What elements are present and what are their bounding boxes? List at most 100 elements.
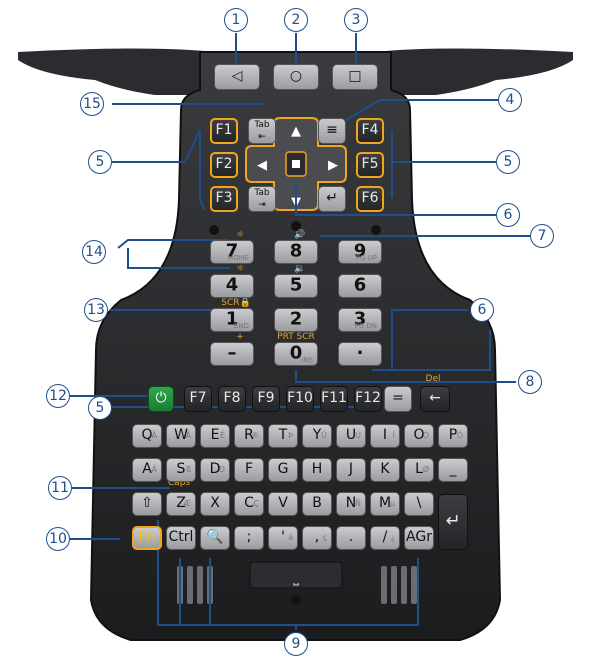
tab-back-key[interactable]: Tab⇤ — [248, 118, 276, 144]
f5-key[interactable]: F5 — [356, 152, 384, 178]
callout-6-bottom: 6 — [470, 298, 494, 322]
key-row3-0[interactable]: ⇧ — [132, 492, 162, 516]
key-row2-3[interactable]: F — [234, 458, 264, 482]
power-icon: ⏻ — [155, 390, 167, 407]
fn-key-f7[interactable]: F7 — [184, 386, 212, 412]
key-label: F12 — [355, 390, 381, 407]
key-alt-label: Ä — [151, 431, 157, 441]
enter-small-key[interactable]: ↵ — [318, 186, 346, 212]
fn-key-f8[interactable]: F8 — [218, 386, 246, 412]
fn-key-f9[interactable]: F9 — [252, 386, 280, 412]
key-row4-4[interactable]: 'á — [268, 526, 298, 550]
key-label: ' — [281, 529, 285, 546]
num-key-5[interactable]: 6 — [338, 274, 382, 298]
fn-key-f10[interactable]: F10 — [286, 386, 314, 412]
key-label: 9 — [353, 240, 367, 262]
power-key[interactable]: ⏻ — [148, 386, 174, 412]
num-key-4[interactable]: 5 — [274, 274, 318, 298]
num-key-1[interactable]: 8 — [274, 240, 318, 264]
del-label: Del — [425, 374, 441, 384]
key-alt-label: Ç — [253, 499, 259, 509]
key-row2-9[interactable]: _ — [438, 458, 468, 482]
f2-key[interactable]: F2 — [210, 152, 238, 178]
num-key-7[interactable]: 2 — [274, 308, 318, 332]
key-row3-8[interactable]: \ — [404, 492, 434, 516]
key-row2-5[interactable]: H — [302, 458, 332, 482]
key-row4-2[interactable]: 🔍 — [200, 526, 230, 550]
key-row4-1[interactable]: Ctrl — [166, 526, 196, 550]
f1-key[interactable]: F1 — [210, 118, 238, 144]
backspace-key[interactable]: ← — [420, 386, 450, 412]
key-row3-2[interactable]: X — [200, 492, 230, 516]
key-row2-7[interactable]: K — [370, 458, 400, 482]
f4-key[interactable]: F4 — [356, 118, 384, 144]
key-row4-0[interactable]: Fn — [132, 526, 162, 550]
f6-key[interactable]: F6 — [356, 186, 384, 212]
callout-6-top: 6 — [496, 203, 520, 227]
num-key-11[interactable]: · — [338, 342, 382, 366]
back-key[interactable]: ◁ — [214, 64, 260, 90]
key-label: I — [382, 427, 388, 444]
recent-apps-key[interactable]: □ — [332, 64, 378, 90]
enter-key[interactable]: ↵ — [438, 494, 468, 550]
f3-key[interactable]: F3 — [210, 186, 238, 212]
key-label: Fn — [138, 529, 156, 546]
fn-key-f11[interactable]: F11 — [320, 386, 348, 412]
home-key[interactable]: ○ — [273, 64, 319, 90]
key-row4-3[interactable]: ; — [234, 526, 264, 550]
key-row1-3[interactable]: R® — [234, 424, 264, 448]
fn-key-f12[interactable]: F12 — [354, 386, 382, 412]
num-key-9[interactable]: – — [210, 342, 254, 366]
callout-8: 8 — [518, 370, 542, 394]
callout-9: 9 — [284, 632, 308, 656]
tab-forward-key[interactable]: Tab⇥ — [248, 186, 276, 212]
key-label: F2 — [215, 156, 233, 173]
callout-2: 2 — [284, 8, 308, 32]
key-label: V — [278, 495, 288, 512]
key-label: , — [314, 529, 320, 546]
key-row4-6[interactable]: . — [336, 526, 366, 550]
key-row4-5[interactable]: ,ç — [302, 526, 332, 550]
key-alt-label: Á — [151, 465, 157, 475]
key-sublabel: END — [233, 322, 249, 330]
key-row3-4[interactable]: V — [268, 492, 298, 516]
key-row3-5[interactable]: B — [302, 492, 332, 516]
key-label: ⇧ — [141, 495, 153, 512]
key-row2-6[interactable]: J — [336, 458, 366, 482]
num-key-3[interactable]: 4 — [210, 274, 254, 298]
menu-key[interactable]: ≡ — [318, 118, 346, 144]
key-label: Tab — [254, 188, 270, 198]
key-alt-label: ç — [322, 533, 327, 543]
key-row4-8[interactable]: AGr — [404, 526, 434, 550]
key-label: A — [142, 461, 152, 478]
equals-key[interactable]: = — [384, 386, 412, 412]
key-label: G — [277, 461, 289, 478]
key-label: 2 — [289, 308, 303, 330]
key-row4-7[interactable]: /¿ — [370, 526, 400, 550]
key-row2-4[interactable]: G — [268, 458, 298, 482]
tab-back-icon: ⇤ — [258, 132, 266, 142]
key-label: 3 — [353, 308, 367, 330]
